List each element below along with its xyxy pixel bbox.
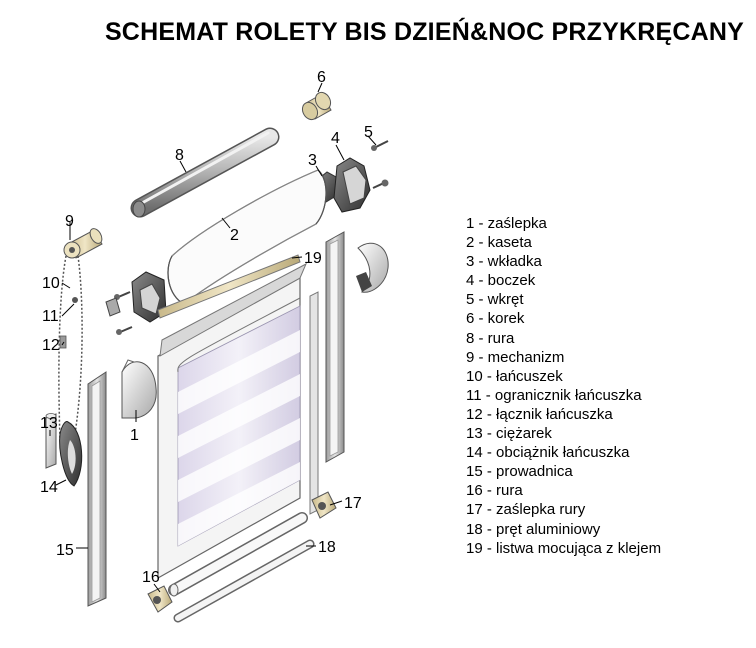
tube-cap-part xyxy=(147,491,337,613)
part-number-2: 2 xyxy=(230,227,239,244)
end-cap-part xyxy=(121,359,157,419)
tube-part xyxy=(130,127,280,218)
legend-item: 1 - zaślepka xyxy=(466,215,547,232)
adhesive-strip-part xyxy=(157,254,301,319)
chain-mechanism-part xyxy=(45,228,103,487)
blind-body-part xyxy=(157,262,319,580)
part-number-18: 18 xyxy=(318,539,336,556)
legend-item: 10 - łańcuszek xyxy=(466,367,563,385)
part-number-3: 3 xyxy=(308,152,317,169)
legend-item: 17 - zaślepka rury xyxy=(466,501,586,519)
parts-legend: 1 - zaślepka 2 - kaseta 3 - wkładka 4 - … xyxy=(466,214,661,558)
diagram-title: SCHEMAT ROLETY BIS DZIEŃ&NOC PRZYKRĘCANY xyxy=(104,18,744,46)
guide-rail-part xyxy=(87,231,345,607)
legend-item: 16 - rura xyxy=(466,482,523,500)
legend-item: 19 - listwa mocująca z klejem xyxy=(466,539,662,557)
plug-part xyxy=(301,91,332,121)
bottom-tube-part xyxy=(168,512,308,597)
part-number-4: 4 xyxy=(331,130,340,147)
part-number-19: 19 xyxy=(304,250,322,267)
legend-item: 6 - korek xyxy=(466,310,525,328)
aluminium-rod-part xyxy=(173,539,315,623)
part-number-17: 17 xyxy=(344,495,362,512)
leader-lines xyxy=(49,82,377,593)
left-bracket-part xyxy=(105,271,167,323)
legend-item: 18 - pręt aluminiowy xyxy=(466,520,601,538)
part-number-labels: 1 2 3 4 5 6 8 9 10 11 12 13 14 15 16 17 … xyxy=(40,69,373,586)
screws-part xyxy=(114,140,389,335)
part-number-12: 12 xyxy=(42,337,60,354)
part-number-9: 9 xyxy=(65,213,74,230)
legend-item: 8 - rura xyxy=(466,329,515,347)
part-number-10: 10 xyxy=(42,275,60,292)
part-number-13: 13 xyxy=(40,415,58,432)
part-number-1: 1 xyxy=(130,427,139,444)
legend-item: 11 - ogranicznik łańcuszka xyxy=(466,386,642,404)
legend-item: 13 - ciężarek xyxy=(466,425,552,443)
part-number-8: 8 xyxy=(175,147,184,164)
legend-item: 3 - wkładka xyxy=(466,253,542,271)
legend-item: 12 - łącznik łańcuszka xyxy=(466,405,613,423)
legend-item: 9 - mechanizm xyxy=(466,348,565,366)
legend-item: 2 - kaseta xyxy=(466,234,532,252)
part-number-11: 11 xyxy=(42,308,59,325)
part-number-5: 5 xyxy=(364,124,373,141)
legend-item: 5 - wkręt xyxy=(466,291,524,309)
legend-item: 15 - prowadnica xyxy=(466,463,573,481)
part-number-6: 6 xyxy=(317,69,326,86)
part-number-14: 14 xyxy=(40,479,58,496)
part-number-16: 16 xyxy=(142,569,160,586)
legend-item: 4 - boczek xyxy=(466,272,536,290)
legend-item: 14 - obciążnik łańcuszka xyxy=(466,444,630,462)
part-number-15: 15 xyxy=(56,542,74,559)
